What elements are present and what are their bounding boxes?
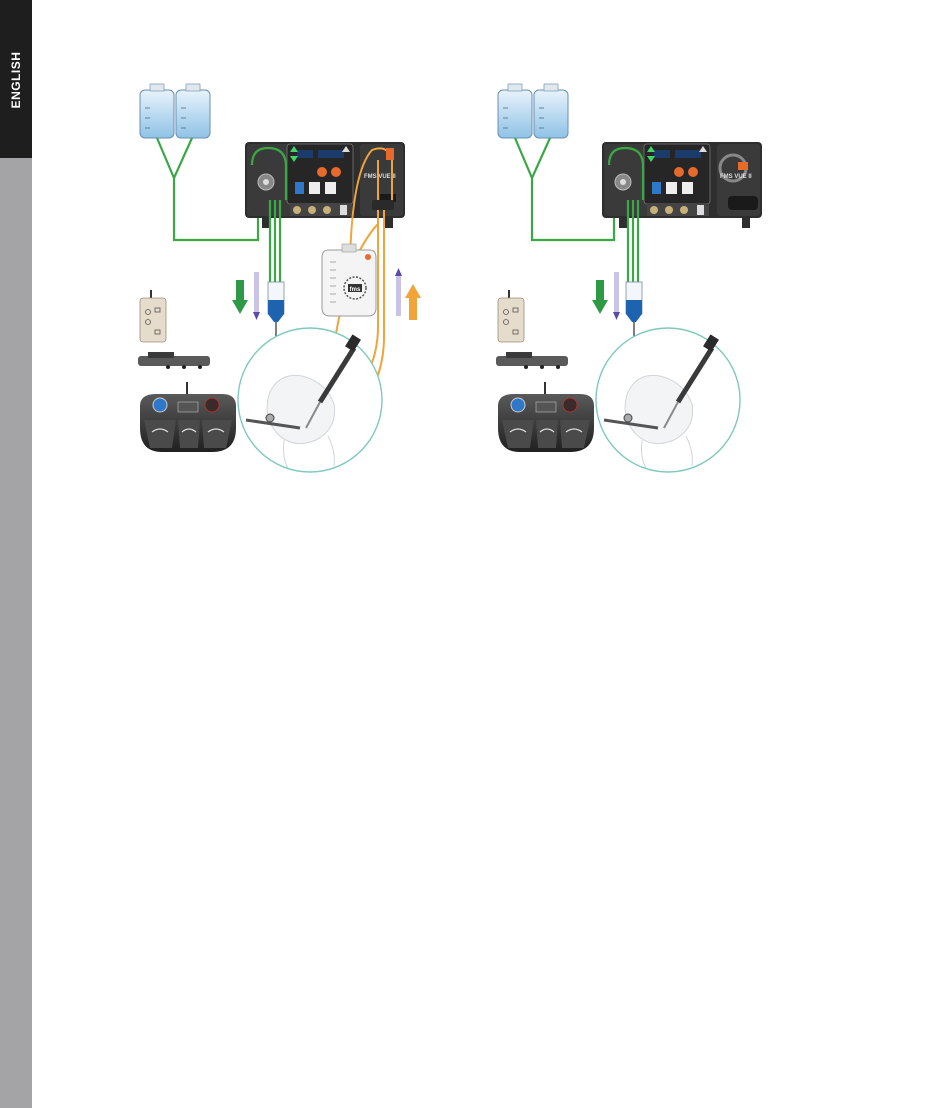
- configuration-inflow-outflow: FMS VUE II: [138, 84, 421, 472]
- waste-collector: fms: [322, 244, 376, 316]
- remote-control: [140, 290, 166, 342]
- inflow-arrow-icon: [232, 280, 248, 314]
- remote-control: [498, 290, 524, 342]
- shaver-handpiece: [138, 352, 210, 369]
- footswitch-blue-button: [153, 398, 167, 412]
- surgical-site: [238, 328, 382, 472]
- irrigation-bag-left: [498, 84, 532, 138]
- surgical-site: [596, 328, 740, 472]
- footswitch-blue-button: [511, 398, 525, 412]
- irrigation-bag-right: [534, 84, 568, 138]
- outflow-direction-indicator: [395, 268, 402, 316]
- footswitch-red-button: [563, 398, 577, 412]
- collector-logo: fms: [350, 287, 361, 293]
- footswitch: [498, 382, 594, 452]
- irrigation-bag-left: [140, 84, 174, 138]
- inflow-arrow-icon: [592, 280, 608, 314]
- inflow-direction-indicator: [613, 272, 620, 320]
- outflow-arrow-icon: [405, 284, 421, 320]
- footswitch-red-button: [205, 398, 219, 412]
- pump-unit: FMS VUE II: [602, 142, 762, 228]
- configuration-inflow-only: FMS VUE II: [496, 84, 762, 472]
- shaver-handpiece: [496, 352, 568, 369]
- irrigation-bag-right: [176, 84, 210, 138]
- outflow-clamp: [372, 200, 394, 210]
- footswitch: [140, 382, 236, 452]
- inflow-direction-indicator: [253, 272, 260, 320]
- outflow-label: FMS VUE II: [720, 174, 752, 180]
